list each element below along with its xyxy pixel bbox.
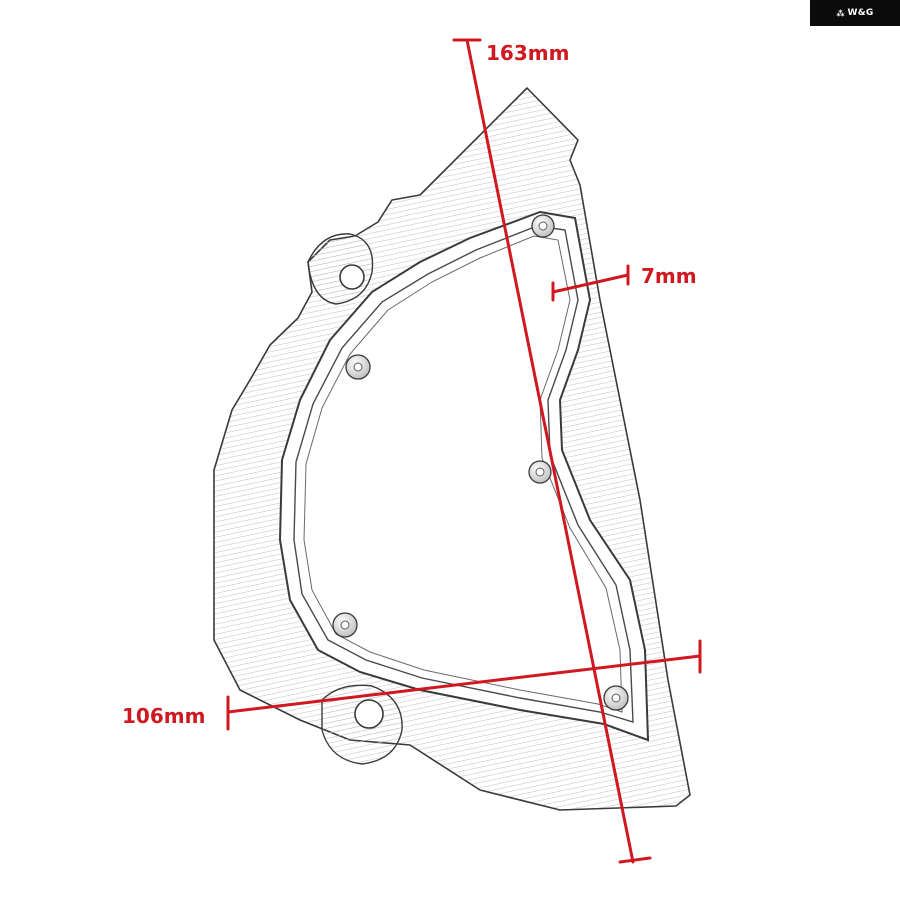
width-label: 106mm	[122, 704, 205, 728]
lower-mounting-tab	[321, 684, 403, 765]
bolt	[531, 214, 555, 238]
cover-inner-window	[278, 210, 650, 742]
brand-mark-icon: ⁂	[836, 8, 844, 18]
brand-logo: ⁂ W&G	[810, 0, 900, 26]
thickness-label: 7mm	[641, 264, 697, 288]
thickness-dimension	[551, 264, 630, 302]
length-label: 163mm	[486, 41, 569, 65]
cover-rim-ring-inner	[303, 235, 623, 713]
bolt	[332, 612, 358, 638]
width-dimension	[226, 639, 702, 731]
bolt	[528, 460, 552, 484]
bolt	[603, 685, 629, 711]
sprocket-cover	[213, 87, 691, 811]
bolt	[345, 354, 371, 380]
length-dimension	[452, 38, 652, 864]
cover-rim-ring	[293, 225, 634, 723]
upper-mounting-tab	[307, 233, 374, 305]
brand-name: W&G	[847, 8, 874, 18]
